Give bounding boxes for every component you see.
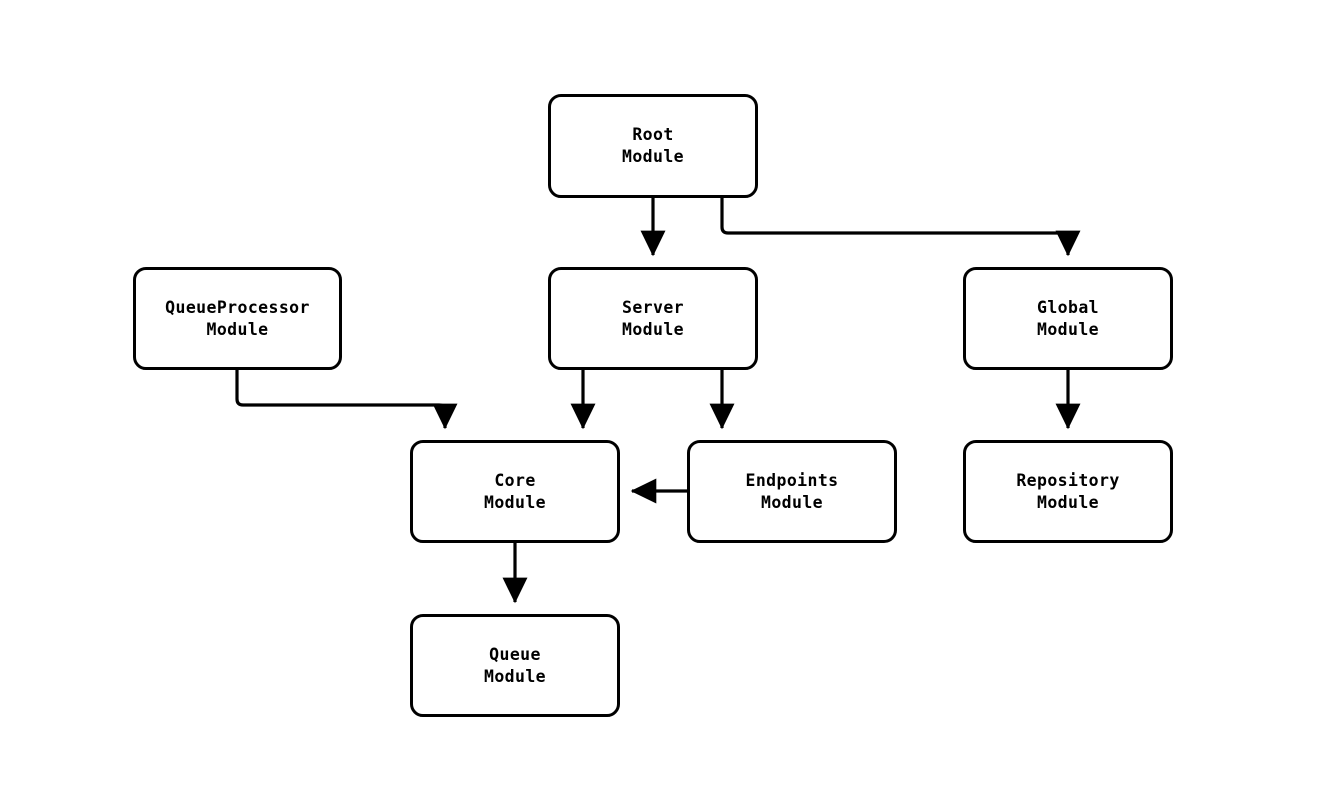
node-server-module[interactable]: Server Module — [548, 267, 758, 370]
node-core-module-line2: Module — [483, 492, 546, 512]
node-core-module-line1: Core — [494, 470, 536, 490]
node-queueprocessor-module-line1: QueueProcessor — [165, 297, 310, 317]
edge-root-to-global — [720, 198, 1081, 257]
node-root-module-line2: Module — [621, 147, 684, 166]
node-endpoints-module-line2: Module — [760, 492, 823, 512]
node-endpoints-module-line1: Endpoints — [745, 470, 839, 490]
node-core-module[interactable]: Core Module — [410, 440, 620, 543]
node-endpoints-module[interactable]: Endpoints Module — [687, 440, 897, 543]
node-server-module-line2: Module — [621, 319, 684, 339]
node-server-module-line1: Server — [621, 297, 684, 317]
node-global-module-line2: Module — [1036, 319, 1099, 339]
node-root-module-line1: Root — [632, 125, 674, 144]
node-queueprocessor-module-line2: Module — [206, 319, 269, 339]
node-queue-module-line1: Queue — [489, 644, 541, 664]
node-repository-module-line2: Module — [1036, 492, 1099, 512]
node-repository-module[interactable]: Repository Module — [963, 440, 1173, 543]
node-global-module[interactable]: Global Module — [963, 267, 1173, 370]
node-root-module[interactable]: Root Module — [548, 94, 758, 198]
node-global-module-line1: Global — [1036, 297, 1099, 317]
node-queue-module[interactable]: Queue Module — [410, 614, 620, 717]
edge-queueprocessor-to-core — [235, 370, 458, 430]
node-queueprocessor-module[interactable]: QueueProcessor Module — [133, 267, 342, 370]
node-queue-module-line2: Module — [483, 666, 546, 686]
node-repository-module-line1: Repository — [1016, 470, 1120, 490]
